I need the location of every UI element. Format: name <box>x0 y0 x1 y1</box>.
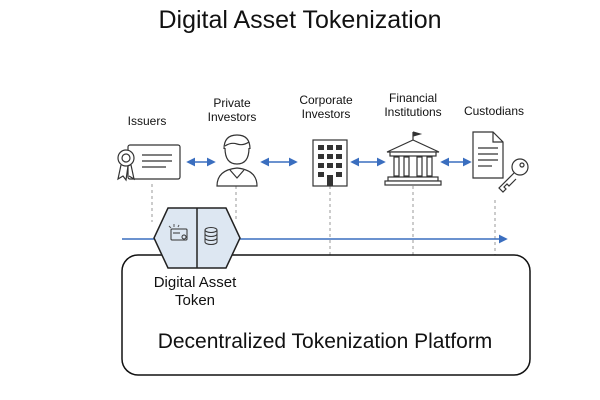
custodians-label: Custodians <box>463 104 525 118</box>
document-key-icon <box>472 131 529 193</box>
platform-box <box>121 254 531 376</box>
platform-label: Decentralized Tokenization Platform <box>157 330 493 353</box>
dashed-connectors <box>151 184 496 262</box>
office-building-icon <box>312 139 348 187</box>
diagram-title: Digital Asset Tokenization <box>158 6 442 34</box>
financial-institutions-label: Financial Institutions <box>384 91 442 119</box>
corporate-investors-label: Corporate Investors <box>299 93 353 121</box>
certificate-icon <box>117 144 181 182</box>
bank-icon <box>384 131 442 186</box>
token-card-icon <box>168 224 188 241</box>
private-investors-label: Private Investors <box>207 96 257 124</box>
database-icon <box>204 227 218 245</box>
token-label: Digital Asset Token <box>153 274 237 309</box>
issuers-label: Issuers <box>127 114 167 128</box>
person-icon <box>216 134 258 187</box>
token-hexagon <box>153 207 241 269</box>
